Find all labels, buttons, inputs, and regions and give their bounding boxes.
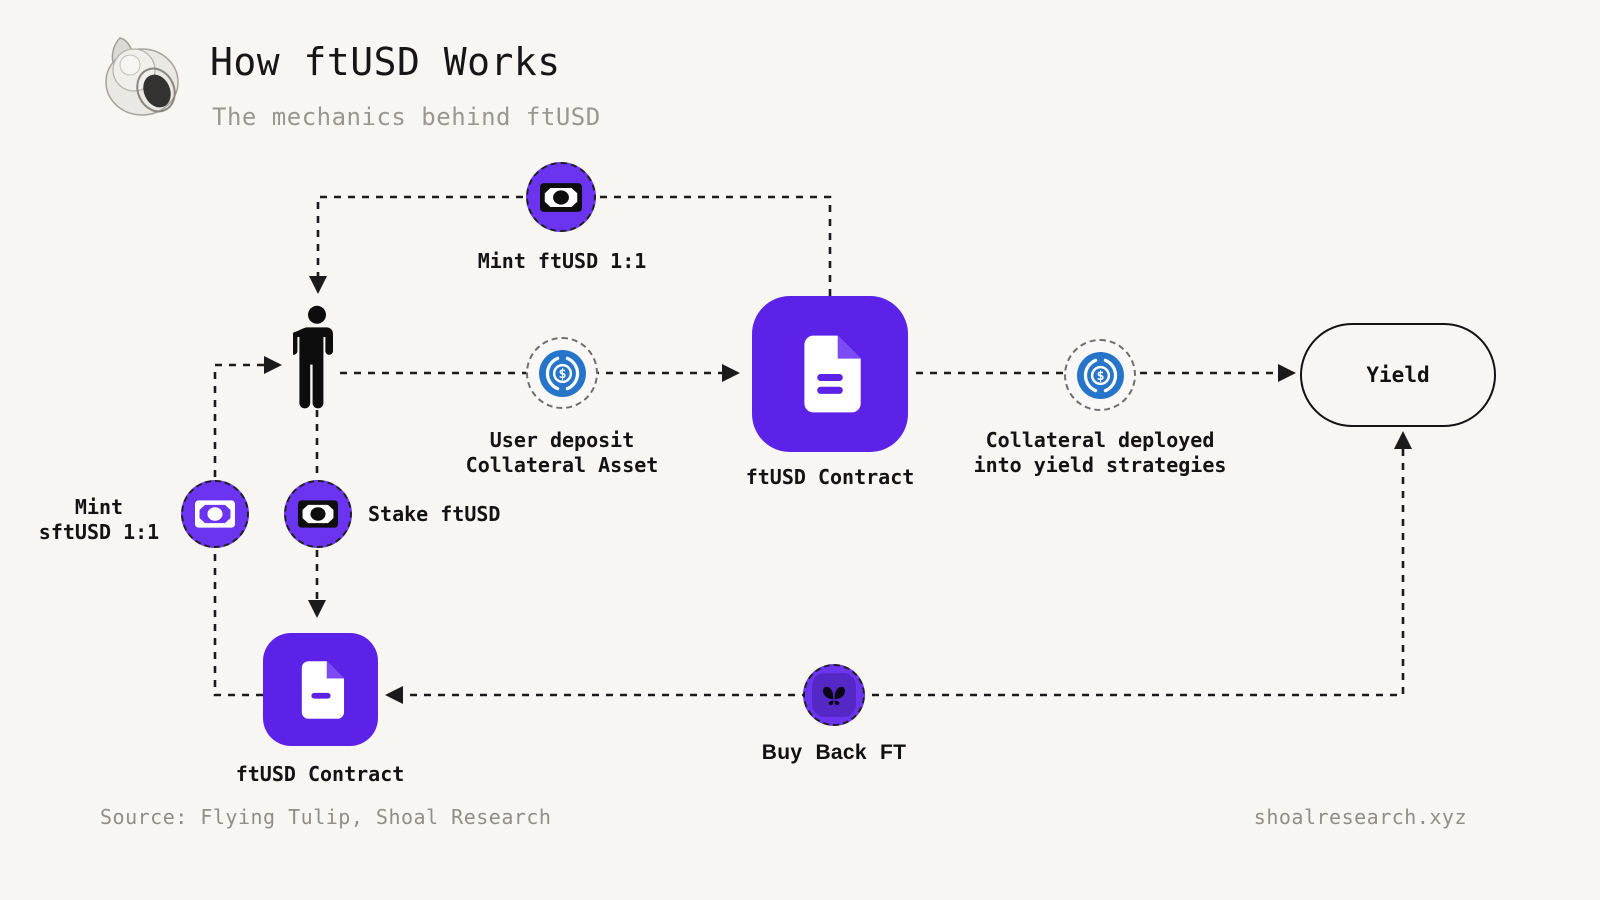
stake-ftusd-label: Stake ftUSD [368,502,501,526]
usdc-coin-icon: $ [1076,351,1124,399]
mint-ftusd-label: Mint ftUSD 1:1 [477,249,647,273]
collateral-deployed-line1: Collateral deployed [985,428,1215,452]
source-credit: Source: Flying Tulip, Shoal Research [100,805,552,829]
svg-text:$: $ [558,367,566,382]
user-deposit-line1: User deposit [489,428,635,452]
ftusd-contract-top-label: ftUSD Contract [745,465,915,489]
shell-logo [105,37,179,116]
banknote-icon [540,182,582,212]
mint-sftusd-node [181,480,249,548]
svg-text:$: $ [1096,369,1104,384]
user-deposit-node: $ [526,337,598,409]
buy-back-ft-node [803,664,865,726]
buy-back-inner-badge [812,673,856,717]
mint-ftusd-node [526,162,596,232]
ftusd-contract-top [752,296,908,452]
user-deposit-line2: Collateral Asset [465,453,659,477]
banknote-white-icon [195,500,235,528]
page-subtitle: The mechanics behind ftUSD [212,103,601,131]
user-deposit-label: User deposit Collateral Asset [412,428,712,478]
mint-sftusd-line2: sftUSD 1:1 [38,520,160,544]
yield-node: Yield [1300,323,1496,427]
ftusd-contract-bottom-label: ftUSD Contract [235,762,405,786]
usdc-coin-icon: $ [538,349,586,397]
yield-label: Yield [1366,363,1430,387]
collateral-deployed-label: Collateral deployed into yield strategie… [950,428,1250,478]
mint-sftusd-label: Mint sftUSD 1:1 [9,495,189,545]
collateral-deployed-node: $ [1064,339,1136,411]
document-icon [804,335,861,413]
ftusd-contract-bottom [263,633,378,746]
page-title: How ftUSD Works [210,40,561,84]
buy-back-ft-label: Buy Back FT [761,741,907,764]
document-icon [301,660,344,719]
butterfly-icon [823,686,845,705]
banknote-icon [298,500,338,528]
mint-sftusd-line1: Mint [74,495,124,519]
person-icon [293,305,333,409]
collateral-deployed-line2: into yield strategies [973,453,1227,477]
stake-ftusd-node [284,480,352,548]
website-link: shoalresearch.xyz [1253,805,1467,829]
